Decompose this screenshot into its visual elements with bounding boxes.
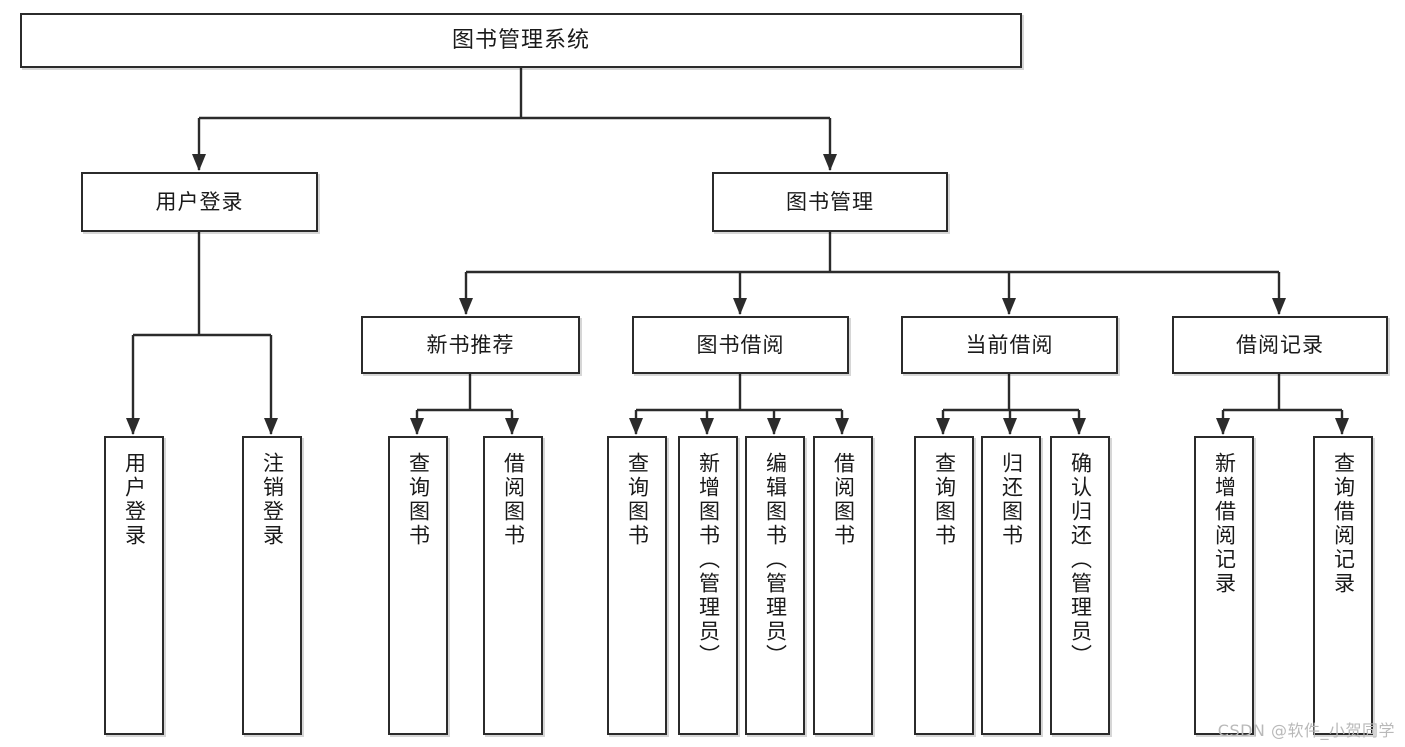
node-new_book_rec[interactable]: 新书推荐 [361,316,580,374]
watermark: CSDN @软件_小贺同学 [1217,721,1395,740]
node-leaf_user_login[interactable]: 用户登录 [104,436,164,735]
arrowhead-root-to-l1-0 [192,154,206,171]
node-leaf_edit_book[interactable]: 编辑图书（管理员） [745,436,805,735]
node-leaf_query_book_b-label: 查询图书 [625,452,650,548]
arrowhead-bookmanage-to-l2-3 [1272,298,1286,315]
arrowhead-bookmanage-to-l2-0 [459,298,473,315]
arrowhead-borrow-to-leaves-0 [629,418,643,435]
arrowhead-newbook-to-leaves-1 [505,418,519,435]
node-borrow_record[interactable]: 借阅记录 [1172,316,1388,374]
node-leaf_return_book[interactable]: 归还图书 [981,436,1041,735]
node-leaf_query_book_b[interactable]: 查询图书 [607,436,667,735]
node-leaf_borrow_book_rec[interactable]: 借阅图书 [483,436,543,735]
arrowhead-userlogin-to-leaves-0 [126,418,140,435]
arrowhead-bookmanage-to-l2-2 [1002,298,1016,315]
node-leaf_user_login-label: 用户登录 [122,452,147,548]
node-user_login-label: 用户登录 [155,189,244,214]
node-borrow_record-label: 借阅记录 [1236,332,1324,357]
arrowhead-borrow-to-leaves-3 [835,418,849,435]
node-leaf_edit_book-label: 编辑图书（管理员） [763,452,788,668]
node-leaf_borrow_book_b[interactable]: 借阅图书 [813,436,873,735]
node-new_book_rec-label: 新书推荐 [426,332,515,357]
node-leaf_confirm_return[interactable]: 确认归还（管理员） [1050,436,1110,735]
node-leaf_query_book_c-label: 查询图书 [932,452,957,548]
node-current_borrow-label: 当前借阅 [965,332,1054,357]
arrowhead-borrow-to-leaves-1 [700,418,714,435]
node-leaf_add_record-label: 新增借阅记录 [1212,452,1237,596]
node-leaf_add_book-label: 新增图书（管理员） [696,452,721,668]
arrowhead-newbook-to-leaves-0 [410,418,424,435]
node-leaf_query_record[interactable]: 查询借阅记录 [1313,436,1373,735]
node-leaf_query_record-label: 查询借阅记录 [1331,452,1356,596]
node-leaf_confirm_return-label: 确认归还（管理员） [1068,452,1093,668]
arrowhead-bookmanage-to-l2-1 [733,298,747,315]
root-node[interactable]: 图书管理系统 [20,13,1022,68]
node-leaf_query_book_c[interactable]: 查询图书 [914,436,974,735]
arrowhead-record-to-leaves-1 [1335,418,1349,435]
node-leaf_borrow_book_b-label: 借阅图书 [831,452,856,548]
node-leaf_logout[interactable]: 注销登录 [242,436,302,735]
arrowhead-borrow-to-leaves-2 [767,418,781,435]
node-book_borrow[interactable]: 图书借阅 [632,316,849,374]
node-leaf_logout-label: 注销登录 [260,452,285,548]
node-book_manage[interactable]: 图书管理 [712,172,948,232]
node-leaf_query_book_rec-label: 查询图书 [406,452,431,548]
arrowhead-current-to-leaves-1 [1003,418,1017,435]
node-user_login[interactable]: 用户登录 [81,172,318,232]
node-leaf_return_book-label: 归还图书 [999,452,1024,548]
arrowhead-record-to-leaves-0 [1216,418,1230,435]
node-book_borrow-label: 图书借阅 [696,332,785,357]
node-book_manage-label: 图书管理 [786,189,874,214]
node-leaf_query_book_rec[interactable]: 查询图书 [388,436,448,735]
node-leaf_borrow_book_rec-label: 借阅图书 [501,452,526,548]
node-current_borrow[interactable]: 当前借阅 [901,316,1118,374]
root-node-label: 图书管理系统 [451,27,590,53]
arrowhead-root-to-l1-1 [823,154,837,171]
node-leaf_add_record[interactable]: 新增借阅记录 [1194,436,1254,735]
arrowhead-userlogin-to-leaves-1 [264,418,278,435]
node-leaf_add_book[interactable]: 新增图书（管理员） [678,436,738,735]
arrowhead-current-to-leaves-0 [936,418,950,435]
arrowhead-current-to-leaves-2 [1072,418,1086,435]
